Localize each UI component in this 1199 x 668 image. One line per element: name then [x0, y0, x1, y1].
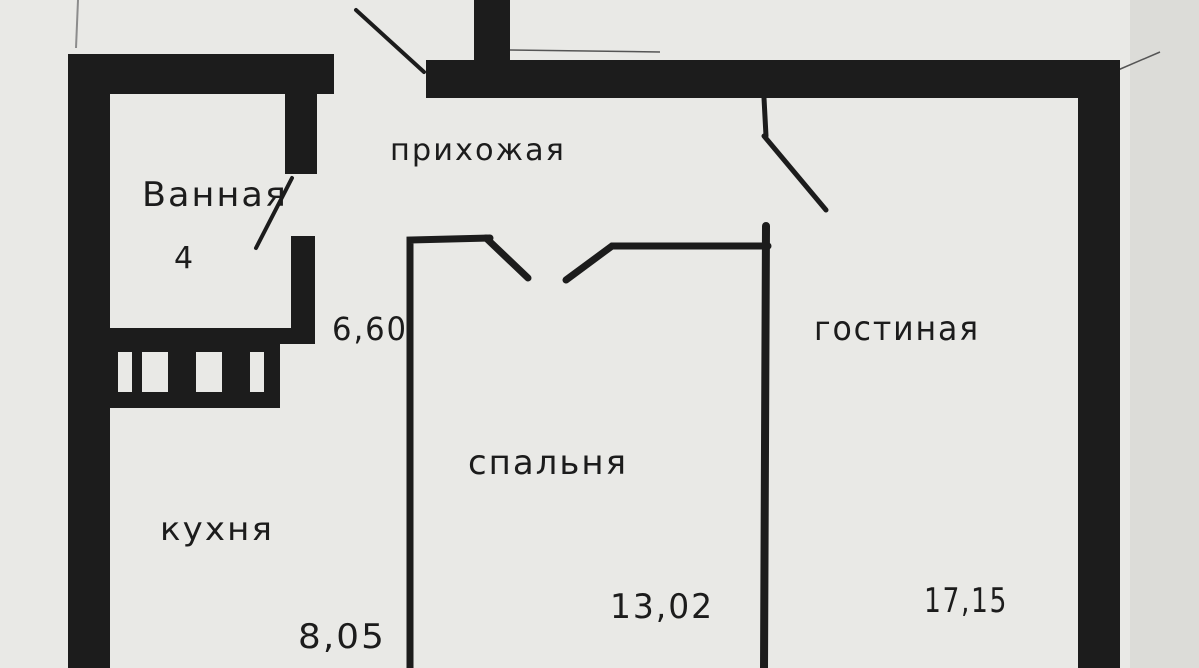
living-door-swing: [761, 133, 829, 213]
bathroom-wall-right-upper: [285, 90, 317, 174]
entrance-door-swing: [354, 8, 426, 74]
bedroom-door-right-leaf: [562, 242, 772, 284]
kitchen-window-grille: [100, 340, 280, 408]
sketch-line-top-right: [509, 49, 661, 53]
bathroom-name-label: Ванная: [142, 175, 288, 215]
bedroom-wall-right: [760, 222, 770, 668]
wall-top-right: [426, 60, 1120, 98]
living-door-stub: [761, 95, 769, 139]
outer-walls: [68, 0, 1120, 668]
living-name-label: гостиная: [814, 309, 980, 349]
bathroom-area-label: 4: [174, 241, 195, 276]
bedroom-walls: [406, 222, 772, 668]
bedroom-name-label: спальня: [468, 443, 628, 483]
sketch-line-top-left: [75, 0, 79, 49]
door-swings: [254, 8, 829, 250]
chimney-block: [474, 0, 510, 62]
bedroom-wall-left: [406, 234, 494, 668]
bathroom-door-swing: [254, 176, 294, 250]
paper-shade-right: [1130, 0, 1199, 668]
hallway-name-label: прихожая: [390, 133, 566, 168]
bedroom-door-left-leaf: [482, 234, 532, 282]
hallway-area-label: 6,60: [332, 310, 408, 348]
bedroom-area-label: 13,02: [610, 587, 714, 627]
sketch-line-corner: [1117, 51, 1161, 71]
wall-top-left: [72, 54, 334, 94]
wall-right: [1078, 66, 1120, 668]
kitchen-name-label: кухня: [160, 510, 274, 548]
living-area-label: 17,15: [924, 581, 1008, 621]
bathroom-wall-right-lower: [291, 236, 315, 344]
kitchen-area-label: 8,05: [298, 617, 386, 657]
